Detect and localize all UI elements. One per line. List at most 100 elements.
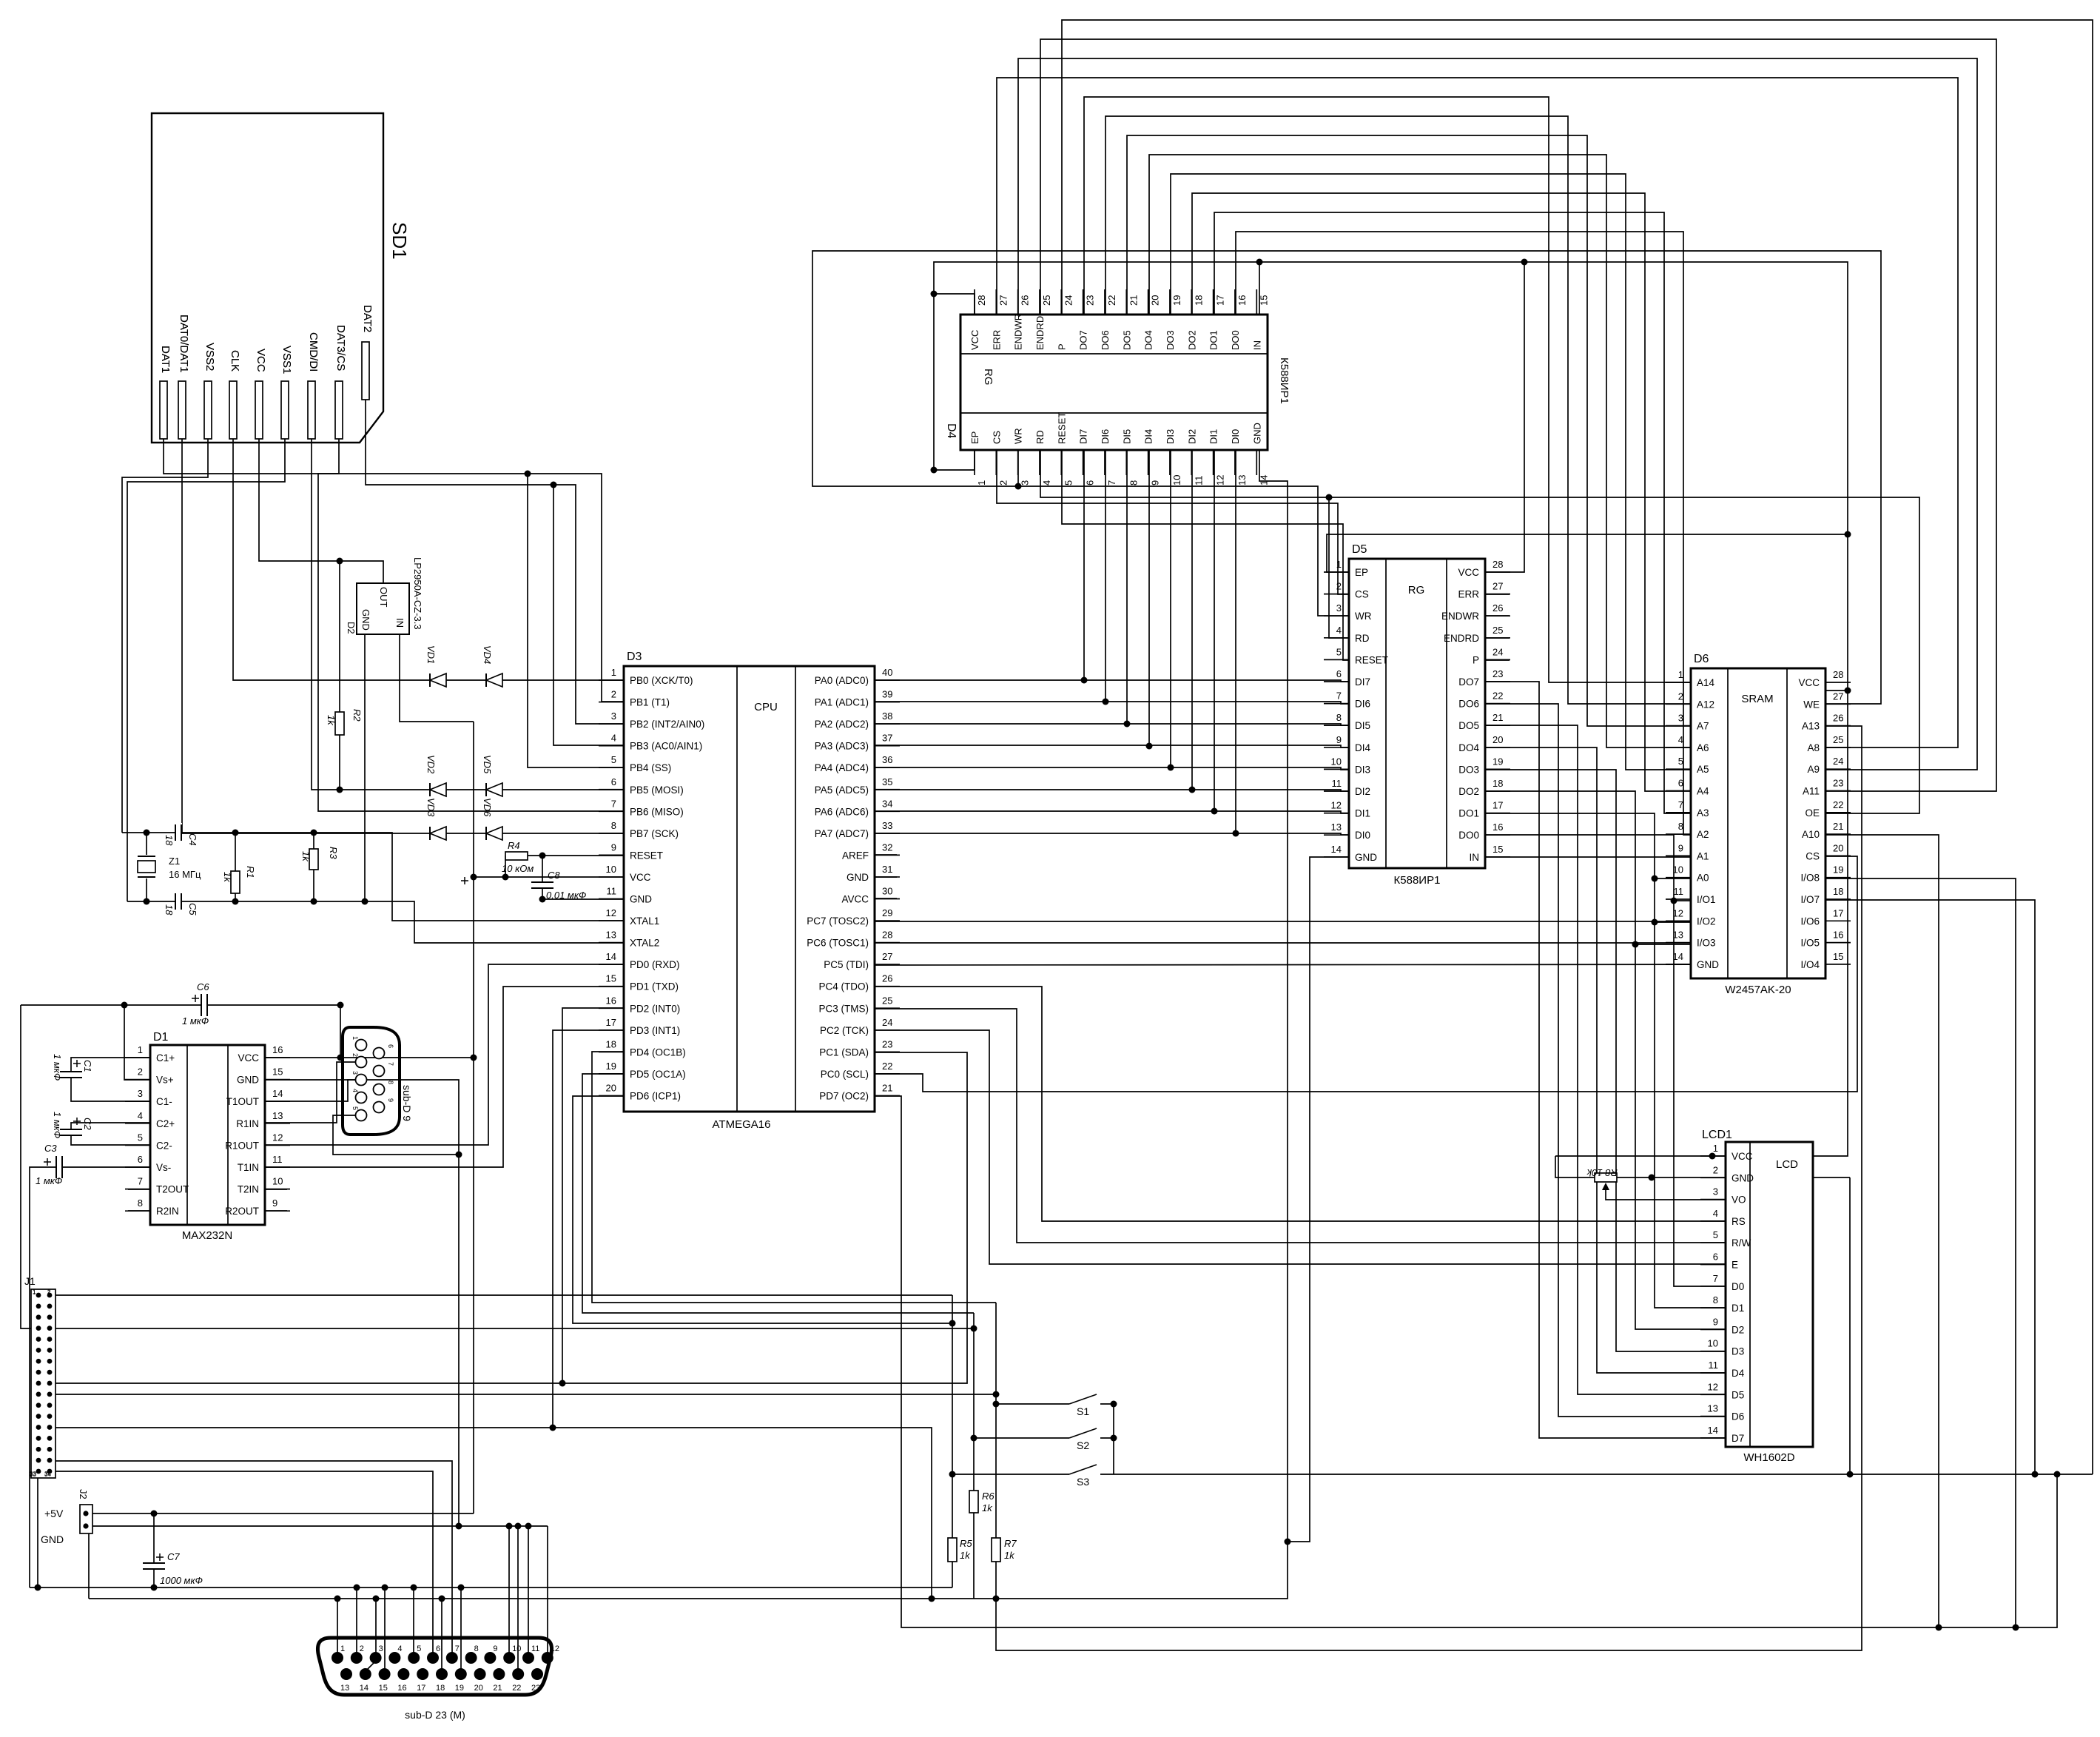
wire <box>232 439 624 681</box>
subd23-pin <box>436 1668 448 1680</box>
pin-number: 7 <box>1678 799 1683 810</box>
pin-name: WE <box>1803 699 1820 710</box>
resistor <box>505 851 528 861</box>
junction-dot <box>1110 1400 1117 1408</box>
pin-number: 8 <box>1336 712 1342 723</box>
wire <box>265 986 624 1168</box>
junction-dot <box>381 1584 388 1591</box>
sd-pin-label: VCC <box>255 349 267 372</box>
pin-name: A7 <box>1697 721 1709 732</box>
wire <box>875 679 1349 682</box>
pin-number: 13 <box>1236 475 1248 486</box>
wire <box>127 439 286 901</box>
junction-dot <box>1123 720 1131 728</box>
wire <box>55 1460 453 1653</box>
subd9-pin <box>354 1073 368 1086</box>
subd23-pin-number: 19 <box>455 1684 464 1693</box>
pin-number: 9 <box>1713 1316 1718 1327</box>
subd23-pin <box>503 1652 516 1664</box>
sd-pin-label: DAT0/DAT1 <box>178 315 190 373</box>
junction-dot <box>232 829 239 836</box>
j1-pin <box>47 1435 53 1441</box>
resistor <box>230 870 240 894</box>
pin-name: DI2 <box>1355 786 1370 797</box>
pin-name: A8 <box>1807 742 1820 753</box>
junction-dot <box>1188 786 1196 793</box>
junction-dot <box>1211 807 1218 815</box>
pin-name: D3 <box>1732 1346 1744 1357</box>
sd-card-outline <box>150 112 385 444</box>
wire <box>317 439 624 812</box>
j1-corner-number: 1 <box>33 1289 36 1296</box>
pin-name: A1 <box>1697 850 1709 861</box>
pin-number: 5 <box>1336 646 1342 657</box>
label: OUT <box>378 587 389 608</box>
pin-name: T2OUT <box>156 1184 189 1195</box>
subd9-pin-number: 4 <box>351 1089 359 1092</box>
label: S3 <box>1077 1476 1089 1488</box>
sd-pin-slot <box>361 341 370 400</box>
j1-pin <box>36 1369 41 1375</box>
pin-number: 10 <box>606 864 616 875</box>
pin-number: 3 <box>1336 602 1342 614</box>
pin-number: 39 <box>882 689 892 700</box>
pin-name: PA0 (ADC0) <box>815 675 869 686</box>
label: DAT3/CS <box>334 325 347 371</box>
pin-name: PB4 (SS) <box>630 762 671 773</box>
pin-number: 8 <box>611 820 616 831</box>
wire <box>1825 878 2016 1627</box>
j1-pin <box>47 1446 53 1452</box>
pin-name: DI0 <box>1355 830 1370 841</box>
pin-name: DI5 <box>1121 429 1132 444</box>
wire <box>553 485 624 746</box>
junction-dot <box>539 852 546 859</box>
pin-name: A6 <box>1697 742 1709 753</box>
label: C5 <box>187 903 198 915</box>
pin-name: PD3 (INT1) <box>630 1025 680 1036</box>
pin-number: 9 <box>1336 734 1342 745</box>
pin-number: 11 <box>1332 778 1342 789</box>
cap-gap <box>58 1129 84 1136</box>
junction-dot <box>502 873 509 881</box>
subd23-pin <box>397 1668 410 1680</box>
subd9-pin <box>372 1101 386 1114</box>
junction-dot <box>143 829 150 836</box>
pin-number: 23 <box>1085 295 1096 306</box>
label: К588ИР1 <box>1394 874 1441 887</box>
pin-number: 2 <box>138 1066 143 1078</box>
wire <box>1485 681 1726 1439</box>
pin-number: 19 <box>1833 864 1843 876</box>
j1-pin <box>47 1292 53 1298</box>
j1-pin <box>36 1446 41 1452</box>
pin-name: D6 <box>1732 1411 1744 1422</box>
subd23-pin <box>454 1668 467 1680</box>
sd-pin-label: DAT1 <box>159 346 172 373</box>
label: VD6 <box>482 798 493 817</box>
subd23-pin-number: 21 <box>493 1684 502 1693</box>
wire <box>70 1122 150 1129</box>
sd-pin-slot <box>334 380 343 440</box>
pin-number: 6 <box>611 776 616 787</box>
junction-dot <box>930 290 938 298</box>
pin-name: DI4 <box>1355 742 1371 753</box>
subd23-pin <box>417 1668 429 1680</box>
pin-name: RESET <box>630 850 663 861</box>
subd23-pin-number: 11 <box>531 1644 539 1653</box>
subd23-pin-number: 17 <box>417 1684 425 1693</box>
junction-dot <box>1632 941 1639 948</box>
label: 34 <box>44 1471 51 1477</box>
pin-name: DI4 <box>1143 429 1154 444</box>
subd23-pin <box>541 1652 553 1664</box>
subd23-pin-number: 4 <box>397 1644 402 1653</box>
junction-dot <box>1167 764 1174 771</box>
pin-name: DO3 <box>1165 330 1176 350</box>
wire <box>1083 96 1691 683</box>
pin-name: C2+ <box>156 1118 175 1129</box>
subd23-pin-number: 5 <box>417 1644 421 1653</box>
pin-number: 4 <box>1336 625 1342 636</box>
pin-number: 15 <box>606 973 616 984</box>
label: ATMEGA16 <box>713 1118 771 1131</box>
ic-D2 <box>356 582 410 635</box>
pin-name: WR <box>1355 611 1372 622</box>
pin-name: D4 <box>1732 1368 1745 1379</box>
